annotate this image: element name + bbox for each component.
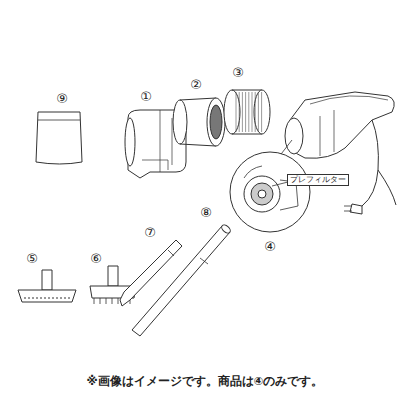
callout-number: ①: [140, 90, 152, 103]
callout-number: ④: [264, 240, 276, 253]
callout-number: ③: [232, 66, 244, 79]
callout-number: ⑤: [26, 252, 38, 265]
callout-number: ⑧: [200, 206, 212, 219]
part-name: プレフィルター: [287, 174, 349, 186]
callout-number: ⑥: [90, 252, 102, 265]
callout-number: ②: [190, 78, 202, 91]
caption: ※画像はイメージです。商品は④のみです。: [87, 376, 324, 388]
callout-number: ⑦: [144, 226, 156, 239]
callout-number: ⑨: [56, 92, 68, 105]
